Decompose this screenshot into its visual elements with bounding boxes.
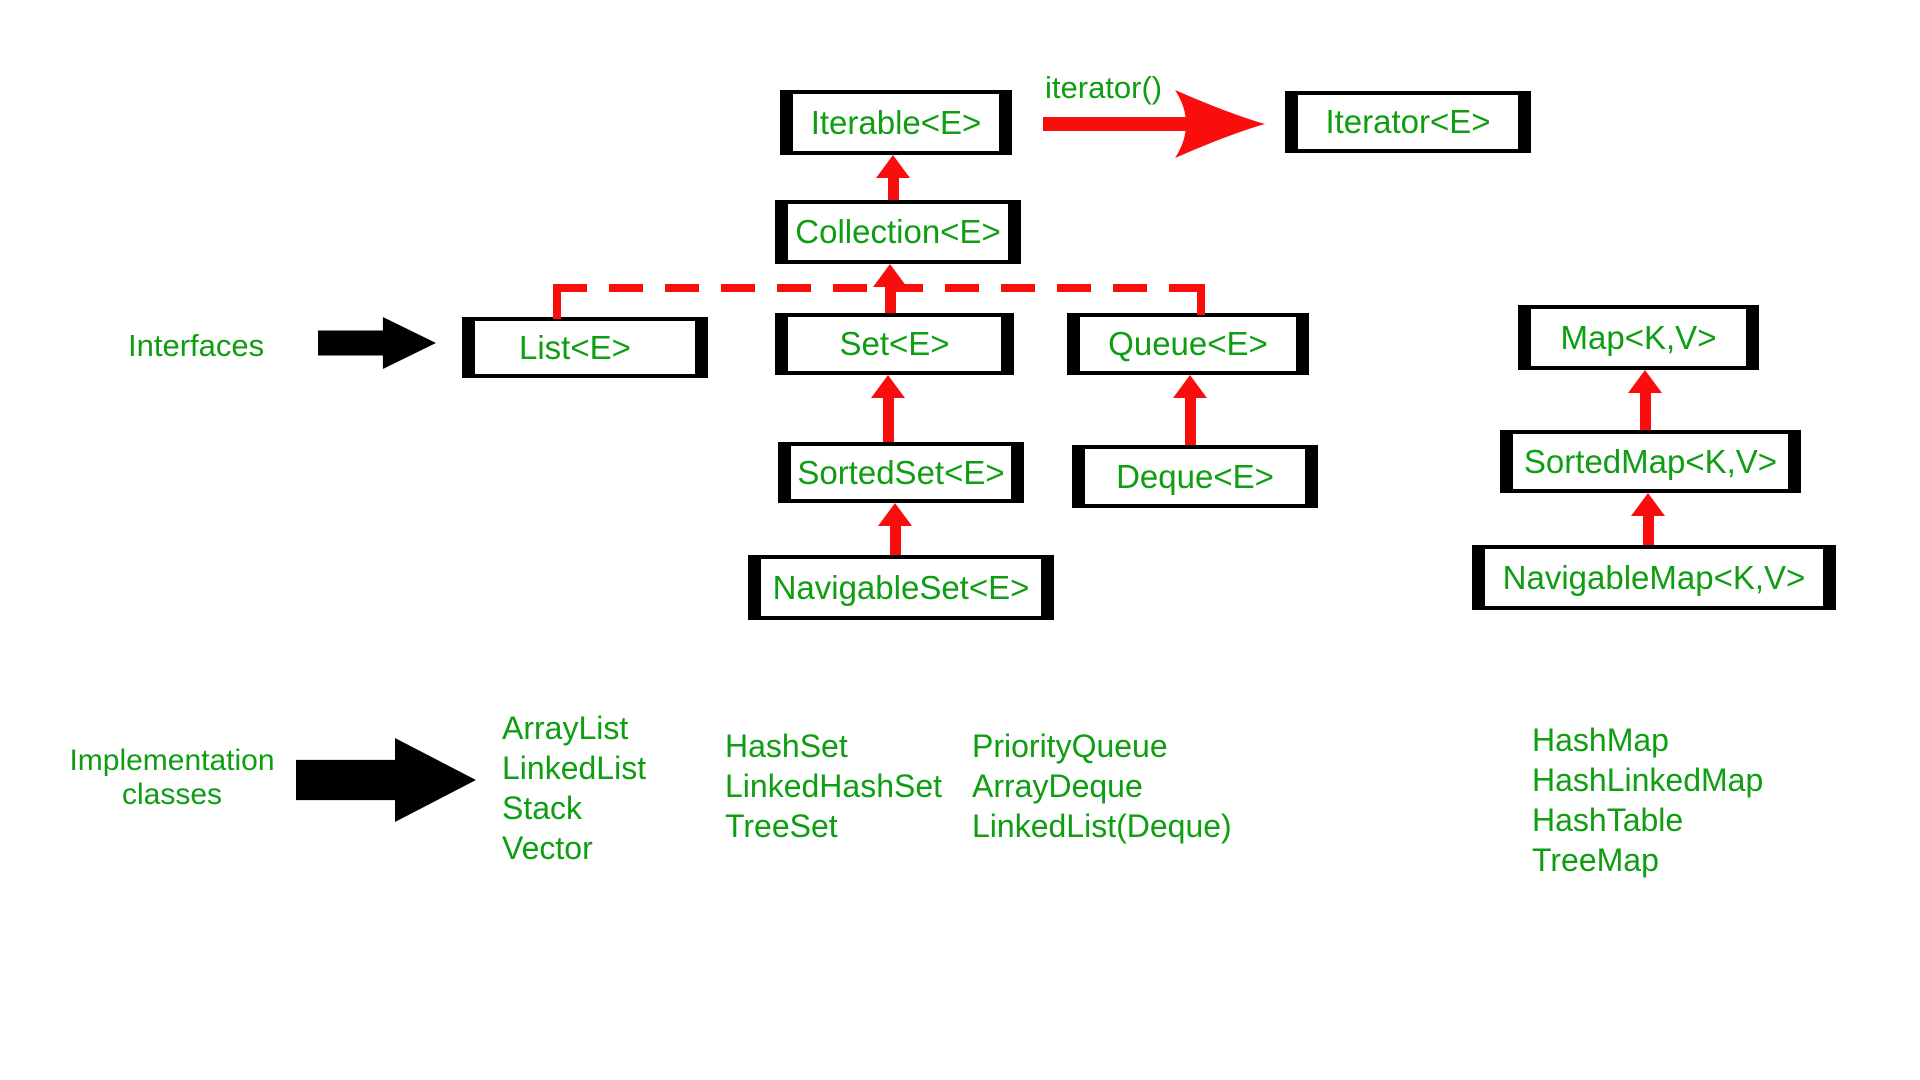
arrow-head: [1631, 493, 1665, 516]
impl-item: ArrayDeque: [972, 768, 1143, 804]
iterable-label: Iterable<E>: [810, 103, 982, 141]
arrow-sortedset-to-set: [868, 375, 908, 442]
iterator-box: Iterator<E>: [1285, 91, 1531, 153]
impl-item: HashMap: [1532, 722, 1669, 758]
arrow-shaft: [1639, 393, 1651, 430]
impl-item: Vector: [502, 830, 593, 866]
arrow-shaft: [884, 287, 896, 313]
arrow-head: [1173, 375, 1207, 398]
impl-item: TreeMap: [1532, 842, 1659, 878]
iterator-label: Iterator<E>: [1325, 103, 1491, 140]
sortedset-box: SortedSet<E>: [778, 442, 1024, 503]
arrow-head: [871, 375, 905, 398]
dashed-line-drop-to-queue: [1197, 284, 1205, 315]
arrow-head: [878, 503, 912, 526]
navigableset-label: NavigableSet<E>: [772, 568, 1030, 606]
navigableset-box: NavigableSet<E>: [748, 555, 1054, 620]
arrow-collection-to-iterable: [873, 155, 913, 200]
sortedmap-label: SortedMap<K,V>: [1523, 442, 1778, 480]
arrow-navigablemap-to-sortedmap: [1628, 493, 1668, 545]
impl-item: LinkedHashSet: [725, 768, 943, 804]
impl-item: LinkedList(Deque): [972, 808, 1232, 844]
collection-label: Collection<E>: [795, 213, 1001, 250]
sortedset-label: SortedSet<E>: [797, 453, 1005, 491]
deque-label: Deque<E>: [1116, 457, 1274, 495]
sortedmap-box: SortedMap<K,V>: [1500, 430, 1801, 493]
map-implementations: HashMap HashLinkedMap HashTable TreeMap: [1532, 720, 1763, 880]
impl-item: HashSet: [725, 728, 848, 764]
set-implementations: HashSet LinkedHashSet TreeSet: [725, 726, 942, 846]
map-box: Map<K,V>: [1518, 305, 1759, 370]
implementation-classes-arrow: [296, 738, 476, 822]
map-label: Map<K,V>: [1560, 318, 1717, 356]
iterator-method-label: iterator(): [1045, 70, 1163, 105]
navigablemap-label: NavigableMap<K,V>: [1502, 558, 1806, 596]
implementation-classes-label: Implementation classes: [62, 744, 282, 812]
impl-item: HashLinkedMap: [1532, 762, 1764, 798]
deque-box: Deque<E>: [1072, 445, 1318, 508]
navigablemap-box: NavigableMap<K,V>: [1472, 545, 1836, 610]
implementation-label-line2: classes: [121, 778, 223, 811]
arrow-head: [873, 264, 907, 287]
implementation-label-line1: Implementation: [69, 744, 275, 777]
arrow-shaft: [1184, 398, 1196, 445]
arrow-deque-to-queue: [1170, 375, 1210, 445]
impl-item: Stack: [502, 790, 583, 826]
impl-item: LinkedList: [502, 750, 647, 786]
iterable-box: Iterable<E>: [780, 90, 1012, 155]
list-label: List<E>: [519, 328, 631, 366]
iterator-arrow: [1043, 90, 1265, 158]
arrow-set-to-collection: [870, 264, 910, 313]
arrow-head: [876, 155, 910, 178]
set-label: Set<E>: [839, 325, 950, 362]
set-box: Set<E>: [775, 313, 1014, 375]
arrow-shaft: [887, 178, 899, 200]
arrow-shaft: [1642, 516, 1654, 545]
dashed-line-drop-to-list: [553, 284, 561, 319]
impl-item: ArrayList: [502, 710, 629, 746]
queue-box: Queue<E>: [1067, 313, 1309, 375]
arrow-shaft: [889, 526, 901, 555]
list-implementations: ArrayList LinkedList Stack Vector: [502, 708, 646, 868]
impl-item: TreeSet: [725, 808, 838, 844]
collection-children-dashed-line: [553, 284, 1205, 292]
queue-label: Queue<E>: [1108, 325, 1268, 362]
interfaces-arrow: [318, 317, 436, 369]
collection-box: Collection<E>: [775, 200, 1021, 264]
interfaces-label: Interfaces: [128, 328, 265, 363]
queue-implementations: PriorityQueue ArrayDeque LinkedList(Dequ…: [972, 726, 1232, 846]
impl-item: PriorityQueue: [972, 728, 1168, 764]
impl-item: HashTable: [1532, 802, 1684, 838]
arrow-sortedmap-to-map: [1625, 370, 1665, 430]
arrow-navigableset-to-sortedset: [875, 503, 915, 555]
list-box: List<E>: [462, 317, 708, 378]
arrow-shaft: [882, 398, 894, 442]
arrow-head: [1628, 370, 1662, 393]
